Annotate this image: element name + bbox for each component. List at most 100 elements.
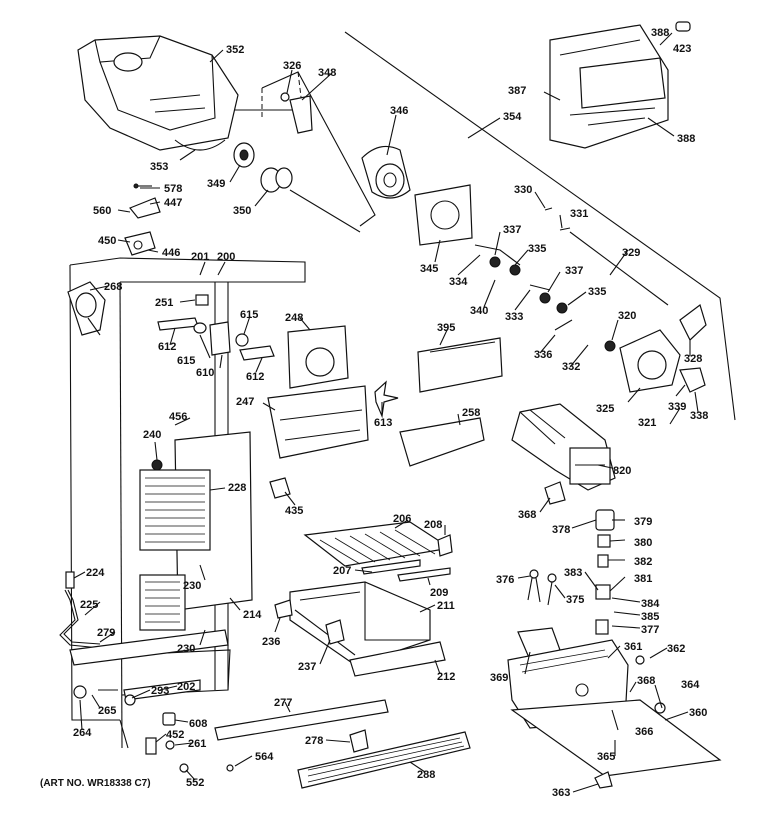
label-334: 334 — [449, 276, 468, 288]
label-337b: 337 — [565, 265, 583, 277]
label-552: 552 — [186, 777, 204, 789]
callout-labels: 352 326 348 346 354 388 423 387 388 353 … — [40, 27, 708, 799]
mounting-plate — [414, 184, 473, 246]
label-365: 365 — [597, 751, 615, 763]
label-360: 360 — [689, 707, 707, 719]
label-450: 450 — [98, 235, 116, 247]
label-385: 385 — [641, 611, 659, 623]
label-346: 346 — [390, 105, 408, 117]
label-333: 333 — [505, 311, 523, 323]
label-277: 277 — [274, 697, 292, 709]
label-224: 224 — [86, 567, 105, 579]
label-350: 350 — [233, 205, 251, 217]
ice-bucket — [77, 35, 239, 151]
label-613: 613 — [374, 417, 392, 429]
label-612b: 612 — [246, 371, 264, 383]
label-345: 345 — [420, 263, 438, 275]
label-366: 366 — [635, 726, 653, 738]
label-237: 237 — [298, 661, 316, 673]
label-228: 228 — [228, 482, 246, 494]
label-208: 208 — [424, 519, 442, 531]
label-447: 447 — [164, 197, 182, 209]
solenoid — [619, 304, 707, 393]
label-615a: 615 — [240, 309, 258, 321]
label-279: 279 — [97, 627, 115, 639]
label-206: 206 — [393, 513, 411, 525]
label-288: 288 — [417, 769, 435, 781]
fan-blade — [374, 380, 399, 419]
leader-lines — [73, 32, 699, 793]
label-564: 564 — [255, 751, 274, 763]
basket-clip — [274, 599, 345, 645]
auger-spring — [260, 167, 361, 233]
label-248: 248 — [285, 312, 303, 324]
label-247: 247 — [236, 396, 254, 408]
label-340: 340 — [470, 305, 488, 317]
label-200: 200 — [217, 251, 235, 263]
label-337a: 337 — [503, 224, 521, 236]
label-388-bottom: 388 — [677, 133, 695, 145]
label-261: 261 — [188, 738, 206, 750]
label-353: 353 — [150, 161, 168, 173]
auger-motor — [361, 145, 411, 199]
label-388-top: 388 — [651, 27, 669, 39]
label-377: 377 — [641, 624, 659, 636]
label-326: 326 — [283, 60, 301, 72]
label-202: 202 — [177, 681, 195, 693]
label-335b: 335 — [588, 286, 606, 298]
label-336: 336 — [534, 349, 552, 361]
label-362: 362 — [667, 643, 685, 655]
label-348: 348 — [318, 67, 336, 79]
label-380: 380 — [634, 537, 652, 549]
compressor-compartment — [507, 627, 722, 789]
label-354: 354 — [503, 111, 522, 123]
small-bracket-435 — [269, 477, 291, 499]
label-211: 211 — [437, 600, 455, 612]
auger-motor-part — [280, 92, 313, 134]
label-251: 251 — [155, 297, 173, 309]
bottom-channel — [69, 629, 229, 706]
icemaker-cover — [399, 417, 485, 467]
label-207: 207 — [333, 565, 351, 577]
label-446: 446 — [162, 247, 180, 259]
label-332: 332 — [562, 361, 580, 373]
label-230b: 230 — [177, 643, 195, 655]
label-338: 338 — [690, 410, 708, 422]
dispenser-panel — [417, 337, 503, 393]
label-214: 214 — [243, 609, 262, 621]
label-383: 383 — [564, 567, 582, 579]
label-209: 209 — [430, 587, 448, 599]
label-452: 452 — [166, 729, 184, 741]
label-375: 375 — [566, 594, 584, 606]
label-320: 320 — [618, 310, 636, 322]
label-369: 369 — [490, 672, 508, 684]
label-615b: 615 — [177, 355, 195, 367]
label-268: 268 — [104, 281, 122, 293]
label-265: 265 — [98, 705, 116, 717]
auger-bearing — [233, 142, 255, 168]
fan-shroud — [267, 325, 369, 459]
label-560: 560 — [93, 205, 111, 217]
freezer-basket — [289, 581, 446, 677]
label-379: 379 — [634, 516, 652, 528]
label-230a: 230 — [183, 580, 201, 592]
label-278: 278 — [305, 735, 323, 747]
cabinet-outline — [228, 31, 736, 421]
label-321: 321 — [638, 417, 656, 429]
label-264: 264 — [73, 727, 92, 739]
label-395: 395 — [437, 322, 455, 334]
label-382: 382 — [634, 556, 652, 568]
label-423: 423 — [673, 43, 691, 55]
label-363: 363 — [552, 787, 570, 799]
dispenser-door-assembly — [549, 21, 691, 149]
light-socket — [67, 281, 106, 336]
bracket-parts — [157, 294, 275, 361]
dispenser-frame — [261, 71, 376, 227]
label-293: 293 — [151, 685, 169, 697]
label-330: 330 — [514, 184, 532, 196]
drain-tube — [59, 571, 101, 649]
label-212: 212 — [437, 671, 455, 683]
label-387: 387 — [508, 85, 526, 97]
toe-grille — [297, 731, 471, 789]
